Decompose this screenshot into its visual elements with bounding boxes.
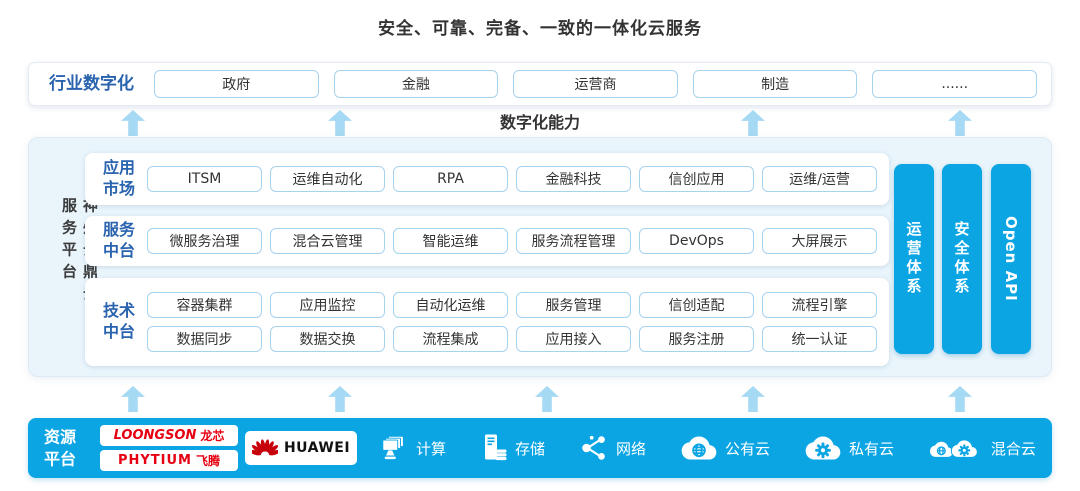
up-arrow bbox=[121, 386, 145, 412]
pillar-operation-system: 运营体系 bbox=[894, 164, 934, 354]
item-fintech: 金融科技 bbox=[516, 166, 631, 192]
app-market-items: ITSM 运维自动化 RPA 金融科技 信创应用 运维/运营 bbox=[147, 166, 877, 192]
public-cloud-icon bbox=[681, 436, 717, 460]
up-arrow bbox=[535, 386, 559, 412]
digital-capability-label: 数字化能力 bbox=[499, 113, 580, 132]
page-title: 安全、可靠、完备、一致的一体化云服务 bbox=[378, 19, 702, 39]
pillar-security-system: 安全体系 bbox=[942, 164, 982, 354]
item-xinchuang-app: 信创应用 bbox=[639, 166, 754, 192]
resource-storage: 存储 bbox=[481, 433, 545, 463]
industry-item-government: 政府 bbox=[154, 70, 319, 98]
item-service-mgmt: 服务管理 bbox=[516, 292, 631, 318]
up-arrow bbox=[328, 386, 352, 412]
industry-item-finance: 金融 bbox=[333, 70, 499, 98]
resource-items: 计算 存储 bbox=[380, 418, 1036, 478]
item-process-integration: 流程集成 bbox=[393, 326, 508, 352]
industry-row: 行业数字化 政府 金融 运营商 制造 ...... bbox=[28, 62, 1052, 106]
item-automated-ops: 自动化运维 bbox=[393, 292, 508, 318]
storage-icon bbox=[484, 434, 507, 461]
item-intelligent-ops: 智能运维 bbox=[393, 228, 508, 254]
item-unified-auth: 统一认证 bbox=[762, 326, 877, 352]
huawei-flower-icon bbox=[251, 439, 278, 456]
industry-item-manufacturing: 制造 bbox=[692, 70, 858, 98]
up-arrow bbox=[741, 386, 765, 412]
resource-public-cloud: 公有云 bbox=[681, 435, 770, 461]
item-app-access: 应用接入 bbox=[516, 326, 631, 352]
item-ops-operation: 运维/运营 bbox=[762, 166, 877, 192]
service-middle-label: 服务 中台 bbox=[102, 220, 135, 260]
private-cloud-icon bbox=[805, 436, 841, 460]
service-middle-card: 服务 中台 微服务治理 混合云管理 智能运维 服务流程管理 DevOps 大屏展… bbox=[85, 216, 889, 266]
resource-private-cloud: 私有云 bbox=[805, 435, 894, 461]
compute-icon bbox=[382, 435, 404, 460]
item-service-flow-mgmt: 服务流程管理 bbox=[516, 228, 631, 254]
network-icon bbox=[582, 435, 605, 460]
tech-middle-label: 技术 中台 bbox=[102, 301, 135, 341]
cloud-platform-panel: 神州云鼎云服务平台 应用 市场 ITSM 运维自动化 RPA 金融科技 信创应用… bbox=[28, 137, 1052, 377]
service-middle-items: 微服务治理 混合云管理 智能运维 服务流程管理 DevOps 大屏展示 bbox=[147, 228, 877, 254]
item-devops: DevOps bbox=[639, 228, 754, 254]
industry-item-more: ...... bbox=[872, 70, 1037, 98]
resource-hybrid-cloud: 混合云 bbox=[929, 435, 1036, 461]
item-container-cluster: 容器集群 bbox=[147, 292, 262, 318]
item-microservice-governance: 微服务治理 bbox=[147, 228, 262, 254]
item-xinchuang-adapt: 信创适配 bbox=[639, 292, 754, 318]
up-arrow bbox=[948, 386, 972, 412]
industry-row-label: 行业数字化 bbox=[49, 74, 134, 94]
app-market-label: 应用 市场 bbox=[102, 158, 135, 198]
item-service-registry: 服务注册 bbox=[639, 326, 754, 352]
item-data-sync: 数据同步 bbox=[147, 326, 262, 352]
resource-network: 网络 bbox=[580, 434, 646, 462]
resource-platform-band: 资源 平台 LOONGSON 龙芯 PHYTIUM 飞腾 bbox=[28, 418, 1052, 478]
item-data-exchange: 数据交换 bbox=[270, 326, 385, 352]
resource-compute: 计算 bbox=[380, 434, 446, 462]
pillar-open-api: Open API bbox=[991, 164, 1031, 354]
item-process-engine: 流程引擎 bbox=[762, 292, 877, 318]
app-market-card: 应用 市场 ITSM 运维自动化 RPA 金融科技 信创应用 运维/运营 bbox=[85, 153, 889, 205]
phytium-logo: PHYTIUM 飞腾 bbox=[100, 450, 238, 471]
tech-items-row-2: 数据同步 数据交换 流程集成 应用接入 服务注册 统一认证 bbox=[147, 326, 877, 352]
item-app-monitoring: 应用监控 bbox=[270, 292, 385, 318]
tech-items-row-1: 容器集群 应用监控 自动化运维 服务管理 信创适配 流程引擎 bbox=[147, 292, 877, 318]
huawei-logo: HUAWEI bbox=[245, 431, 357, 465]
item-rpa: RPA bbox=[393, 166, 508, 192]
item-big-screen: 大屏展示 bbox=[762, 228, 877, 254]
industry-items: 政府 金融 运营商 制造 ...... bbox=[154, 70, 1037, 98]
tech-middle-items: 容器集群 应用监控 自动化运维 服务管理 信创适配 流程引擎 数据同步 数据交换… bbox=[147, 292, 877, 352]
tech-middle-card: 技术 中台 容器集群 应用监控 自动化运维 服务管理 信创适配 流程引擎 数据同… bbox=[85, 278, 889, 366]
hybrid-cloud-icon bbox=[929, 439, 978, 458]
item-ops-automation: 运维自动化 bbox=[270, 166, 385, 192]
resource-platform-label: 资源 平台 bbox=[44, 427, 77, 468]
industry-item-carrier: 运营商 bbox=[513, 70, 678, 98]
item-itsm: ITSM bbox=[147, 166, 262, 192]
loongson-logo: LOONGSON 龙芯 bbox=[100, 425, 238, 446]
item-hybrid-cloud-mgmt: 混合云管理 bbox=[270, 228, 385, 254]
